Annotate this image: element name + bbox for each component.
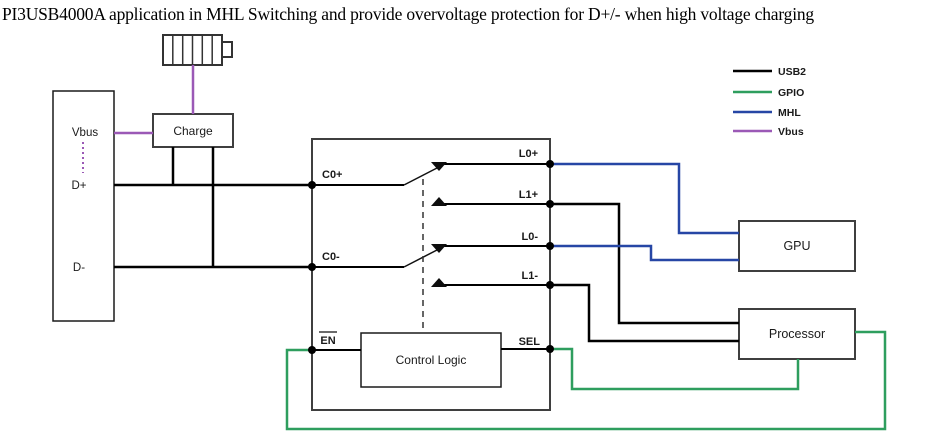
- pin-dot-l0p: [546, 160, 554, 168]
- page-title: PI3USB4000A application in MHL Switching…: [2, 4, 814, 24]
- l1p-label: L1+: [519, 189, 538, 201]
- l0p-label: L0+: [519, 148, 538, 160]
- pin-dot-sel: [546, 345, 554, 353]
- l1m-label: L1-: [522, 270, 539, 282]
- wire-l0p-to-gpu: [550, 162, 739, 235]
- legend-label-usb2: USB2: [778, 66, 806, 78]
- dplus-label: D+: [71, 180, 86, 192]
- pin-dot-c0p: [308, 181, 316, 189]
- dminus-label: D-: [73, 262, 85, 274]
- wire-l1p-to-processor: [550, 202, 739, 325]
- legend: USB2 GPIO MHL Vbus: [733, 66, 806, 138]
- legend-label-gpio: GPIO: [778, 87, 804, 99]
- contact-arrow-l1m: [431, 278, 447, 287]
- wire-l0m-to-gpu: [550, 244, 739, 262]
- en-label: EN: [320, 335, 335, 347]
- processor-label: Processor: [769, 327, 825, 341]
- c0p-label: C0+: [322, 169, 343, 181]
- pin-dot-l0m: [546, 242, 554, 250]
- gpu-label: GPU: [783, 239, 810, 253]
- contact-arrow-l0p: [431, 162, 447, 171]
- vbus-label: Vbus: [72, 127, 98, 139]
- switch-lever-c0m: [403, 249, 438, 268]
- contact-arrow-l1p: [431, 197, 447, 206]
- contact-arrow-l0m: [431, 244, 447, 253]
- sel-label: SEL: [519, 336, 541, 348]
- switch-lever-c0p: [403, 167, 438, 186]
- charge-box: [152, 113, 234, 148]
- switch-internals: [312, 162, 550, 351]
- pin-dot-en: [308, 346, 316, 354]
- c0m-label: C0-: [322, 251, 340, 263]
- wire-en-to-processor: [285, 330, 887, 431]
- legend-label-mhl: MHL: [778, 107, 801, 119]
- l0m-label: L0-: [522, 231, 539, 243]
- control-logic-label: Control Logic: [396, 353, 467, 367]
- charge-label: Charge: [173, 124, 213, 138]
- wire-sel-to-processor: [550, 347, 800, 391]
- gpu-box: [738, 220, 856, 272]
- control-logic-box: [360, 332, 502, 388]
- pin-dot-c0m: [308, 263, 316, 271]
- pin-dots: [308, 160, 554, 354]
- pin-dot-l1m: [546, 281, 554, 289]
- pin-dot-l1p: [546, 200, 554, 208]
- processor-box: [738, 308, 856, 360]
- wire-l1m-to-processor: [550, 283, 739, 343]
- connector-box: [52, 90, 115, 322]
- battery-icon: [162, 34, 233, 66]
- legend-label-vbus: Vbus: [778, 126, 804, 138]
